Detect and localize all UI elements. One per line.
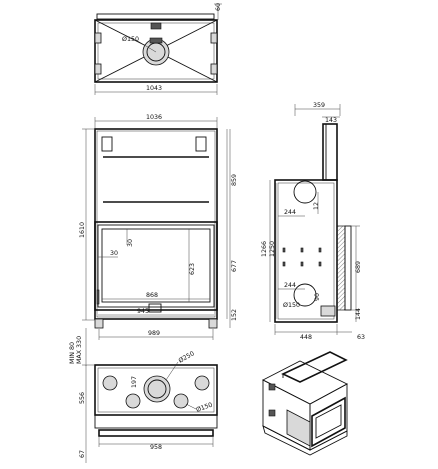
side-view: 359 143 244 12 1266 1250 689 144 244 (261, 102, 365, 341)
dim-depth-448: 448 (300, 334, 312, 341)
leader-flue (165, 361, 179, 381)
iso-door-glass (315, 404, 342, 439)
dim-opening-623: 623 (189, 263, 196, 275)
dim-689: 689 (355, 261, 362, 273)
top-view-bracket-left-top (94, 32, 102, 44)
front-view-inner-outline (96, 130, 216, 318)
side-view-handle (320, 305, 336, 317)
side-view-mark (318, 261, 322, 267)
leader-duct (135, 39, 157, 53)
top-view-duct-neck (149, 37, 163, 44)
plan-view-flue-inner (147, 379, 167, 399)
top-view: 60 Ø150 1043 (94, 3, 222, 95)
side-view-mark (300, 247, 304, 253)
dim-duct-dia: Ø150 (122, 35, 139, 43)
iso-door-frame (311, 396, 346, 448)
dim-offset-60: 60 (215, 3, 222, 11)
front-view-bracket-right (195, 136, 207, 152)
dim-90: 90 (314, 293, 321, 301)
plan-view-vent-bottom-right (173, 393, 189, 409)
plan-view-vent-bottom-left (125, 393, 141, 409)
side-view-mark (282, 261, 286, 267)
iso-base (262, 425, 348, 456)
iso-chimney-collar (281, 351, 348, 383)
side-view-vent-top (293, 180, 317, 204)
dim-bottom-152: 152 (231, 309, 238, 321)
dim-63: 63 (357, 334, 365, 341)
dim-plan-depth-556: 556 (79, 392, 86, 404)
dim-side-dia-150: Ø150 (283, 301, 300, 309)
plan-view: Ø250 197 Ø150 556 67 958 (79, 349, 218, 463)
side-view-chimney-collar (322, 123, 338, 181)
side-view-inner (277, 182, 335, 320)
dim-30b: 30 (110, 250, 118, 257)
plan-view-inner (97, 367, 215, 413)
dim-height-1610: 1610 (79, 222, 86, 238)
plan-view-front-strip (94, 414, 218, 429)
isometric-view (262, 351, 348, 456)
side-view-vent-bottom (293, 283, 317, 307)
dim-inner-945: 945 (137, 308, 149, 315)
top-view-back-plate (96, 13, 215, 20)
dim-plan-dia-250: Ø250 (177, 349, 196, 364)
iso-mark (268, 409, 276, 417)
front-view-base-strip (94, 309, 218, 320)
top-view-bracket-left-bottom (94, 63, 102, 75)
top-view-collar (150, 22, 162, 30)
front-view-hinge (96, 289, 100, 305)
side-view-mark (318, 247, 322, 253)
front-view-foot-left (94, 318, 104, 329)
dim-12: 12 (313, 202, 320, 210)
iso-top-face (262, 360, 348, 405)
front-view-foot-right (208, 318, 218, 329)
top-view-body (94, 19, 218, 83)
dim-glass-677: 677 (231, 260, 238, 272)
dim-min-80: MIN 80 (69, 342, 76, 364)
dim-30a: 30 (127, 239, 134, 247)
dim-1250: 1250 (269, 241, 276, 257)
side-view-door-section (336, 225, 346, 311)
side-view-mark (300, 261, 304, 267)
plan-view-vent-left (102, 375, 118, 391)
dim-144: 144 (355, 308, 362, 320)
dim-plan-67: 67 (79, 450, 86, 458)
dim-width-1036: 1036 (146, 114, 162, 121)
leader-vent (185, 403, 197, 410)
dim-plan-197: 197 (131, 376, 138, 388)
front-view-glass (101, 228, 211, 303)
dim-glass-868: 868 (146, 292, 158, 299)
dim-244-top: 244 (284, 209, 296, 216)
plan-view-vent-right (194, 375, 210, 391)
front-view-door-inner (97, 224, 215, 308)
dim-width-1043: 1043 (146, 85, 162, 92)
front-view-bracket-left (101, 136, 113, 152)
dim-upper-859: 859 (231, 174, 238, 186)
side-view-door-glass (344, 225, 352, 311)
front-view-handle (148, 303, 162, 313)
top-view-bracket-right-bottom (210, 63, 218, 75)
dim-top-359: 359 (313, 102, 325, 109)
top-view-bracket-right-top (210, 32, 218, 44)
dim-1266: 1266 (261, 241, 268, 257)
iso-mark (268, 383, 276, 391)
side-view-mark (282, 247, 286, 253)
dim-244-bottom: 244 (284, 282, 296, 289)
front-view: 1036 1610 859 677 152 623 30 30 868 (69, 114, 238, 366)
plan-view-door (98, 429, 214, 437)
dim-max-330: MAX 330 (76, 336, 83, 364)
iso-side-panel (286, 409, 311, 447)
dim-plan-width-958: 958 (150, 444, 162, 451)
dim-top-143: 143 (325, 117, 337, 124)
dim-base-989: 989 (148, 330, 160, 337)
